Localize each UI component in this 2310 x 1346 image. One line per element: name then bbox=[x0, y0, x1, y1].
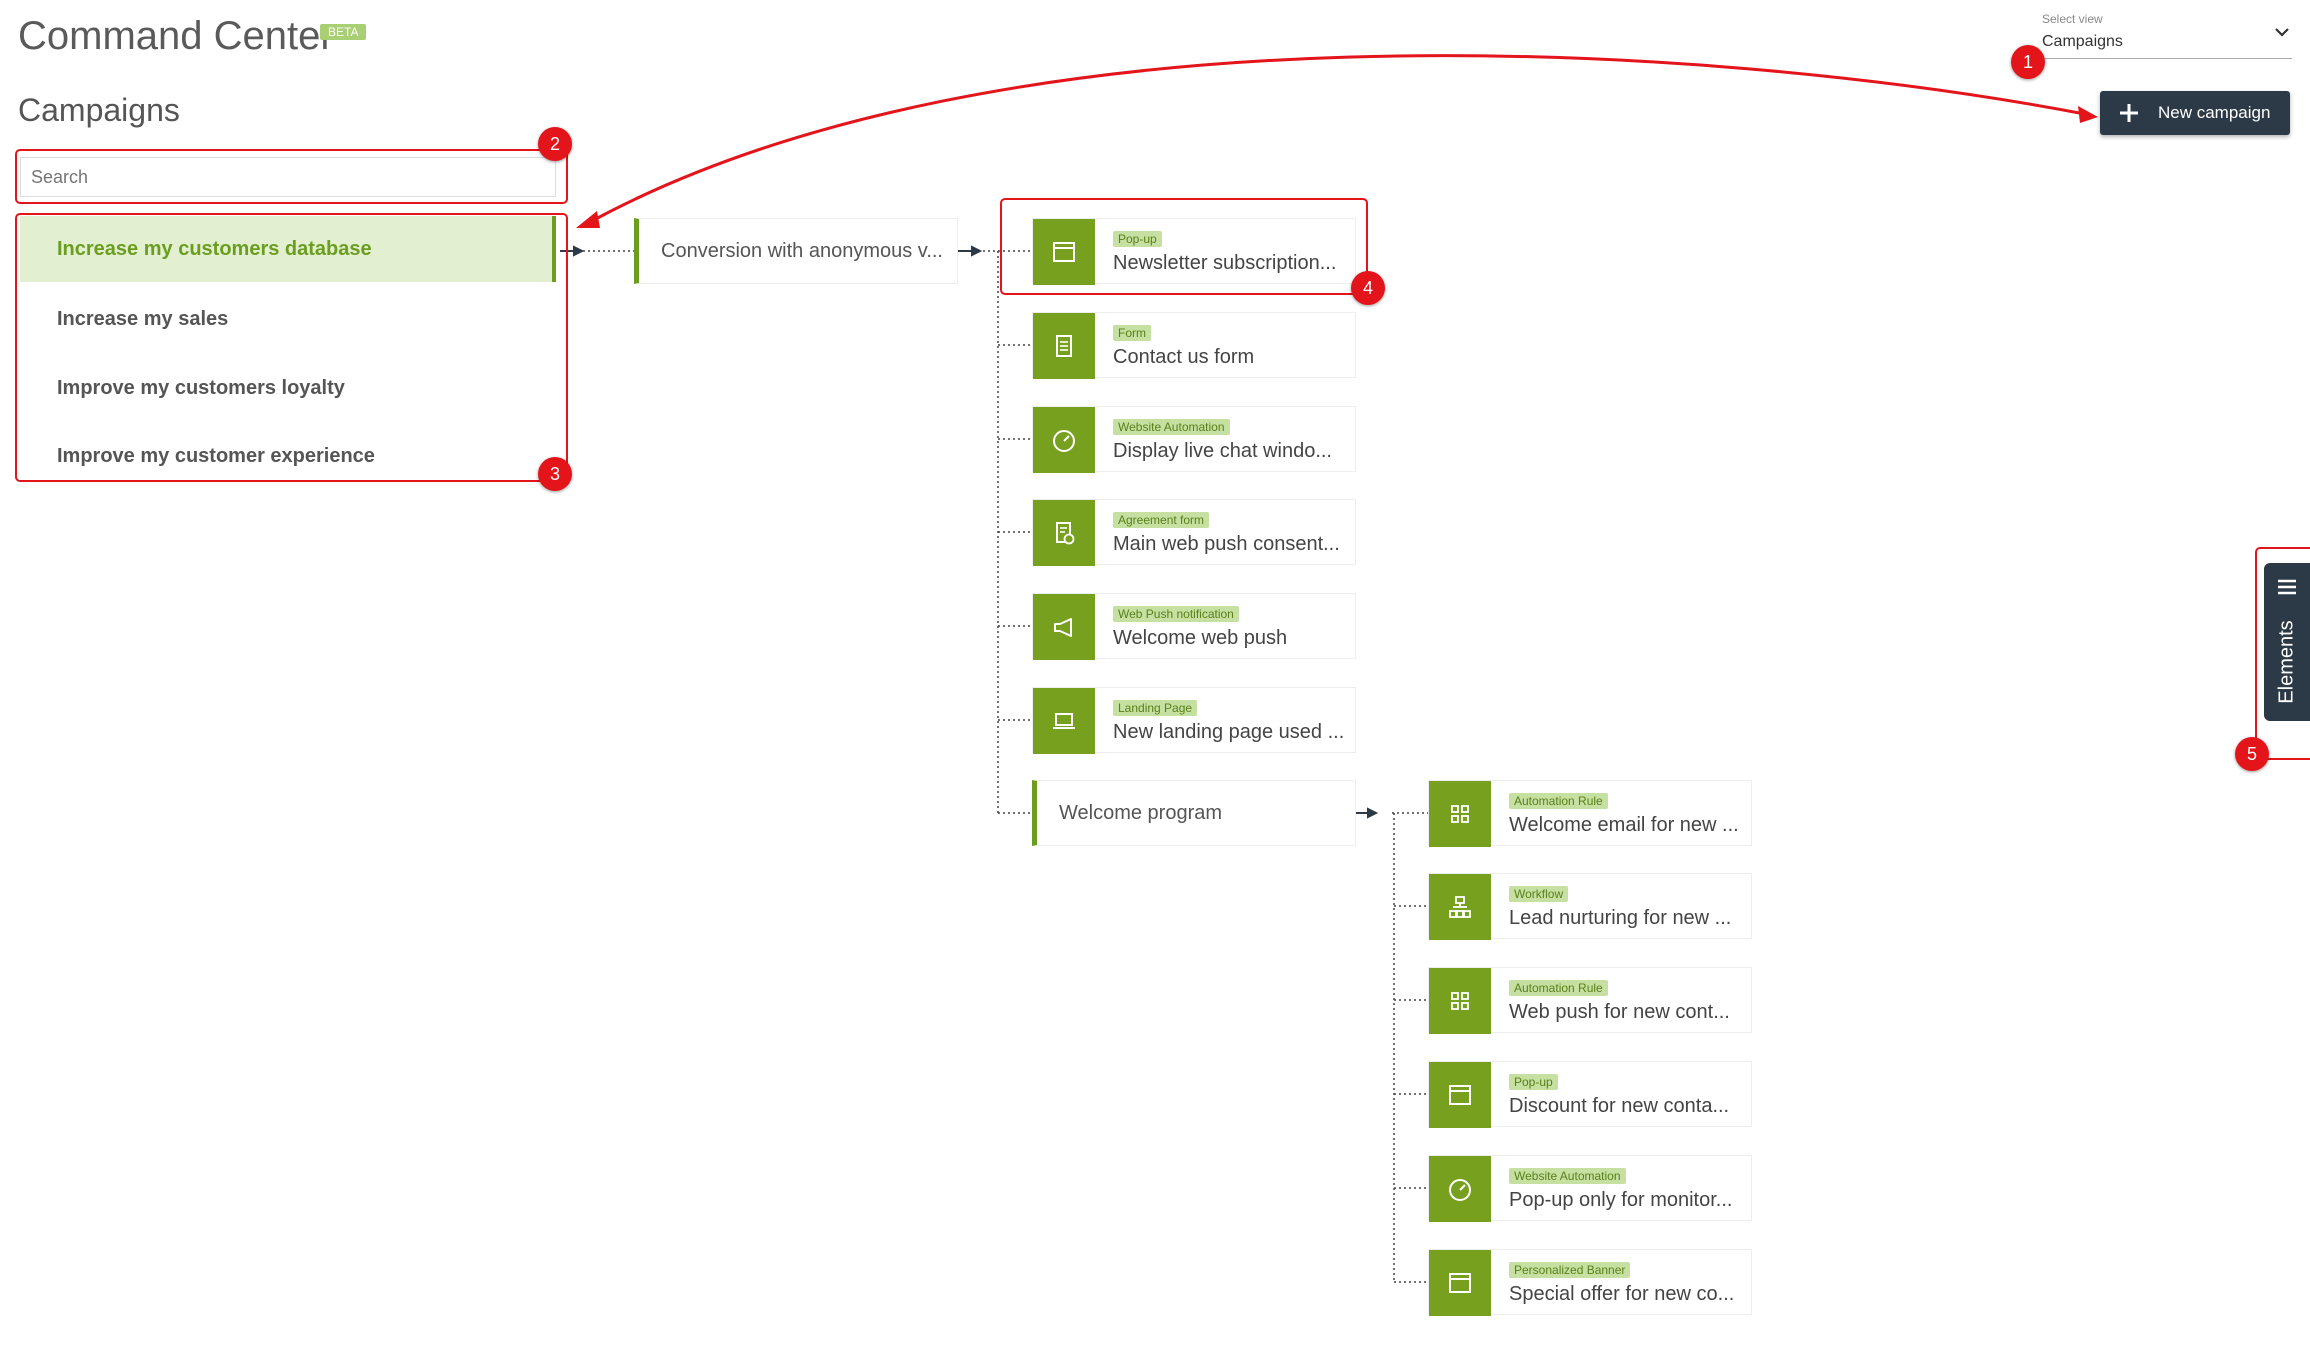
elements-drawer-toggle[interactable]: Elements bbox=[2264, 563, 2310, 721]
popup-icon bbox=[1429, 1062, 1491, 1128]
new-campaign-button[interactable]: New campaign bbox=[2100, 91, 2290, 135]
element-type-tag: Web Push notification bbox=[1113, 606, 1239, 622]
element-card[interactable]: Workflow Lead nurturing for new ... bbox=[1428, 873, 1752, 940]
form-icon bbox=[1033, 313, 1095, 379]
goal-item-improve-experience[interactable]: Improve my customer experience bbox=[20, 423, 556, 489]
element-card[interactable]: Form Contact us form bbox=[1032, 312, 1356, 379]
element-type-tag: Agreement form bbox=[1113, 512, 1210, 528]
laptop-icon bbox=[1033, 688, 1095, 754]
element-card[interactable]: Agreement form Main web push consent... bbox=[1032, 499, 1356, 566]
annotation-badge: 4 bbox=[1351, 271, 1385, 305]
popup-icon bbox=[1033, 219, 1095, 285]
annotation-badge: 5 bbox=[2235, 737, 2269, 771]
goal-label: Improve my customer experience bbox=[57, 444, 375, 467]
search-input[interactable] bbox=[20, 157, 556, 197]
element-type-tag: Website Automation bbox=[1113, 419, 1230, 435]
element-card[interactable]: Automation Rule Welcome email for new ..… bbox=[1428, 780, 1752, 847]
page-title: Command Center bbox=[18, 14, 334, 58]
annotation-box-goals bbox=[15, 213, 568, 482]
grid-icon bbox=[1429, 968, 1491, 1034]
element-type-tag: Website Automation bbox=[1509, 1168, 1626, 1184]
speedometer-icon bbox=[1429, 1156, 1491, 1222]
annotation-badge: 2 bbox=[538, 127, 572, 161]
goal-label: Increase my customers database bbox=[57, 237, 372, 260]
menu-icon bbox=[2278, 579, 2296, 595]
element-card[interactable]: Landing Page New landing page used ... bbox=[1032, 687, 1356, 754]
section-title: Campaigns bbox=[18, 92, 180, 128]
element-card[interactable]: Pop-up Newsletter subscription... bbox=[1032, 218, 1356, 285]
view-select[interactable]: Campaigns bbox=[2042, 33, 2123, 50]
element-card[interactable]: Automation Rule Web push for new cont... bbox=[1428, 967, 1752, 1034]
campaign-label: Conversion with anonymous v... bbox=[661, 239, 943, 262]
element-type-tag: Form bbox=[1113, 325, 1151, 341]
beta-badge: BETA bbox=[320, 24, 367, 40]
goal-item-increase-database[interactable]: Increase my customers database bbox=[20, 216, 556, 282]
annotation-box-element bbox=[1000, 198, 1368, 295]
annotation-box-search bbox=[15, 149, 568, 204]
view-select-underline bbox=[2042, 58, 2292, 59]
plus-icon bbox=[2120, 104, 2138, 122]
program-label: Welcome program bbox=[1059, 801, 1223, 824]
element-type-tag: Automation Rule bbox=[1509, 980, 1608, 996]
goal-label: Increase my sales bbox=[57, 307, 229, 330]
agreement-icon bbox=[1033, 500, 1095, 566]
element-card[interactable]: Personalized Banner Special offer for ne… bbox=[1428, 1249, 1752, 1316]
annotation-box-drawer bbox=[2255, 547, 2310, 760]
goal-item-improve-loyalty[interactable]: Improve my customers loyalty bbox=[20, 355, 556, 421]
workflow-icon bbox=[1429, 874, 1491, 940]
element-type-tag: Landing Page bbox=[1113, 700, 1198, 716]
element-card[interactable]: Website Automation Display live chat win… bbox=[1032, 406, 1356, 473]
element-type-tag: Pop-up bbox=[1509, 1074, 1558, 1090]
element-card[interactable]: Web Push notification Welcome web push bbox=[1032, 593, 1356, 660]
element-card[interactable]: Website Automation Pop-up only for monit… bbox=[1428, 1155, 1752, 1222]
speedometer-icon bbox=[1033, 407, 1095, 473]
view-select-label: Select view bbox=[2042, 12, 2103, 26]
element-type-tag: Automation Rule bbox=[1509, 793, 1608, 809]
element-type-tag: Pop-up bbox=[1113, 231, 1162, 247]
grid-icon bbox=[1429, 781, 1491, 847]
campaign-node[interactable]: Conversion with anonymous v... bbox=[634, 218, 958, 284]
goal-item-increase-sales[interactable]: Increase my sales bbox=[20, 286, 556, 352]
chevron-down-icon[interactable] bbox=[2272, 22, 2292, 42]
goal-label: Improve my customers loyalty bbox=[57, 376, 345, 399]
annotation-badge: 1 bbox=[2011, 45, 2045, 79]
element-card[interactable]: Pop-up Discount for new conta... bbox=[1428, 1061, 1752, 1128]
program-node[interactable]: Welcome program bbox=[1032, 780, 1356, 846]
element-type-tag: Workflow bbox=[1509, 886, 1569, 902]
new-campaign-label: New campaign bbox=[2158, 103, 2271, 122]
banner-icon bbox=[1429, 1250, 1491, 1316]
megaphone-icon bbox=[1033, 594, 1095, 660]
element-type-tag: Personalized Banner bbox=[1509, 1262, 1631, 1278]
annotation-badge: 3 bbox=[538, 457, 572, 491]
